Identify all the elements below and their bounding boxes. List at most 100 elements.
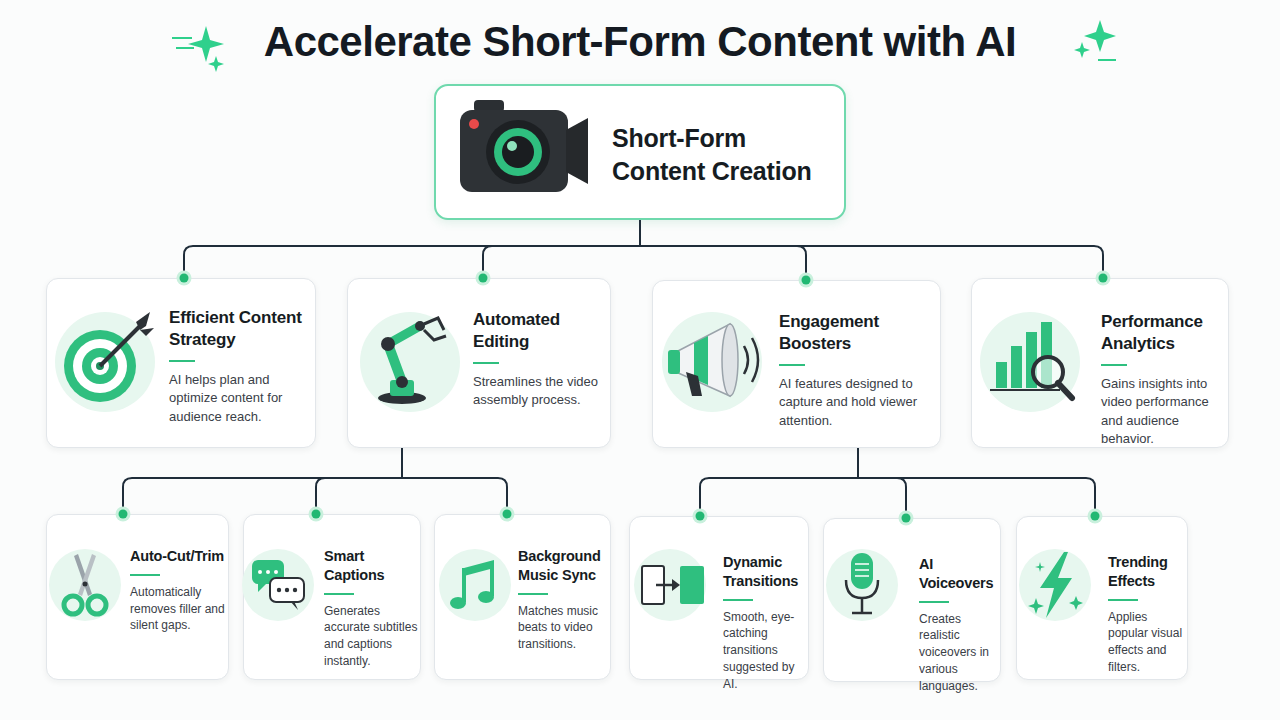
music-icon-part: [464, 560, 494, 576]
connector-line: [123, 448, 402, 514]
connector-line: [700, 448, 858, 516]
lightning-icon-part: [1019, 549, 1091, 621]
captions-icon-part: [252, 560, 284, 584]
captions-icon: [242, 549, 314, 621]
camera-icon-part: [474, 100, 504, 112]
robot-arm-icon-part: [396, 376, 408, 388]
text-column: AI VoiceoversCreates realistic voiceover…: [919, 555, 999, 695]
camera-icon-part: [469, 119, 479, 129]
lightning-icon-part: [1069, 596, 1083, 610]
connector-dot: [1088, 509, 1103, 524]
captions-icon-part: [258, 570, 262, 574]
scissors-icon: [49, 549, 121, 621]
megaphone-icon-part: [676, 324, 730, 396]
target-icon-part: [91, 357, 109, 375]
text-column: Background Music SyncMatches music beats…: [518, 547, 610, 653]
box-description: Smooth, eye-catching transitions suggest…: [723, 609, 809, 693]
connector-dot: [476, 271, 491, 286]
transition-icon-part: [680, 566, 704, 604]
scissors-icon-part: [88, 596, 106, 614]
tree-connector: [309, 448, 403, 522]
connector-dot: [693, 509, 708, 524]
microphone-icon-part: [826, 549, 898, 621]
category-box: Efficient Content StrategyAI helps plan …: [46, 278, 316, 448]
robot-arm-icon-part: [424, 330, 446, 340]
tree-connector: [640, 220, 1111, 286]
megaphone-icon-part: [668, 350, 680, 374]
sparkle-right-part: [1084, 20, 1116, 52]
connector-dot-core: [902, 514, 911, 523]
robot-arm-icon-part: [381, 337, 395, 351]
connector-dot-core: [503, 510, 512, 519]
scissors-icon-part: [49, 549, 121, 621]
music-icon-part: [462, 568, 466, 602]
connector-dot-core: [479, 274, 488, 283]
box-description: Gains insights into video performance an…: [1101, 375, 1223, 448]
box-heading: Smart Captions: [324, 547, 418, 595]
analytics-icon: [980, 312, 1080, 412]
connector-line: [184, 220, 640, 278]
connector-dot-core: [1091, 512, 1100, 521]
sparkle-left-part: [208, 56, 224, 72]
camera-icon-part: [486, 120, 550, 184]
transition-icon-part: [634, 549, 706, 621]
analytics-icon-part: [980, 312, 1080, 412]
tree-connector: [402, 448, 515, 522]
microphone-icon-part: [855, 575, 869, 577]
tree-connector: [858, 448, 914, 526]
box-description: AI features designed to capture and hold…: [779, 375, 931, 430]
sparkle-left-part: [188, 26, 224, 62]
camera-icon-part: [494, 128, 542, 176]
category-box: Automated EditingStreamlines the video a…: [347, 278, 611, 448]
text-column: Auto-Cut/TrimAutomatically removes fille…: [130, 547, 228, 634]
text-column: Smart CaptionsGenerates accurate subtitl…: [324, 547, 418, 670]
robot-arm-icon-part: [360, 312, 460, 412]
box-heading: Dynamic Transitions: [723, 553, 809, 601]
lightning-icon-part: [1028, 598, 1044, 614]
robot-arm-icon-part: [378, 392, 426, 404]
box-heading: Engagement Boosters: [779, 311, 931, 366]
connector-line: [640, 220, 806, 280]
microphone-icon-part: [855, 569, 869, 571]
sparkle-left: [172, 26, 224, 72]
robot-arm-icon: [360, 312, 460, 412]
sparkle-right-part: [1074, 42, 1090, 58]
sparkle-right-part: [1098, 59, 1116, 61]
connector-dot-core: [180, 274, 189, 283]
megaphone-icon-part: [744, 346, 748, 374]
music-icon-part: [490, 562, 494, 596]
scissors-icon-part: [64, 596, 82, 614]
camera-icon-part: [460, 110, 568, 192]
text-column: Efficient Content StrategyAI helps plan …: [169, 307, 311, 426]
captions-icon-part: [270, 578, 304, 602]
captions-icon-part: [293, 588, 297, 592]
text-column: Trending EffectsApplies popular visual e…: [1108, 553, 1188, 676]
box-heading: Efficient Content Strategy: [169, 307, 311, 362]
robot-arm-icon-part: [390, 380, 414, 396]
megaphone-icon-part: [686, 372, 702, 396]
sparkle-left-part: [176, 47, 194, 49]
connector-dot-core: [119, 510, 128, 519]
feature-box: Background Music SyncMatches music beats…: [434, 514, 611, 680]
captions-icon-part: [277, 588, 281, 592]
music-icon: [439, 549, 511, 621]
connector-line: [402, 448, 507, 514]
feature-box: Smart CaptionsGenerates accurate subtitl…: [243, 514, 421, 680]
target-icon-part: [140, 328, 154, 336]
captions-icon-part: [285, 588, 289, 592]
connector-line: [858, 448, 1095, 516]
tree-connector: [693, 448, 859, 524]
target-icon: [55, 312, 155, 412]
analytics-icon-part: [1058, 383, 1072, 398]
megaphone-icon-part: [694, 336, 708, 385]
tree-connector: [858, 448, 1103, 524]
connector-dot-core: [1099, 274, 1108, 283]
robot-arm-icon-part: [388, 326, 420, 344]
connector-dot: [500, 507, 515, 522]
analytics-icon-part: [1026, 332, 1037, 388]
target-icon-part: [64, 330, 136, 402]
text-column: Engagement Boosters AI features designed …: [779, 311, 931, 430]
megaphone-icon: [662, 312, 762, 412]
box-description: Generates accurate subtitles and caption…: [324, 603, 418, 670]
connector-dot-core: [696, 512, 705, 521]
